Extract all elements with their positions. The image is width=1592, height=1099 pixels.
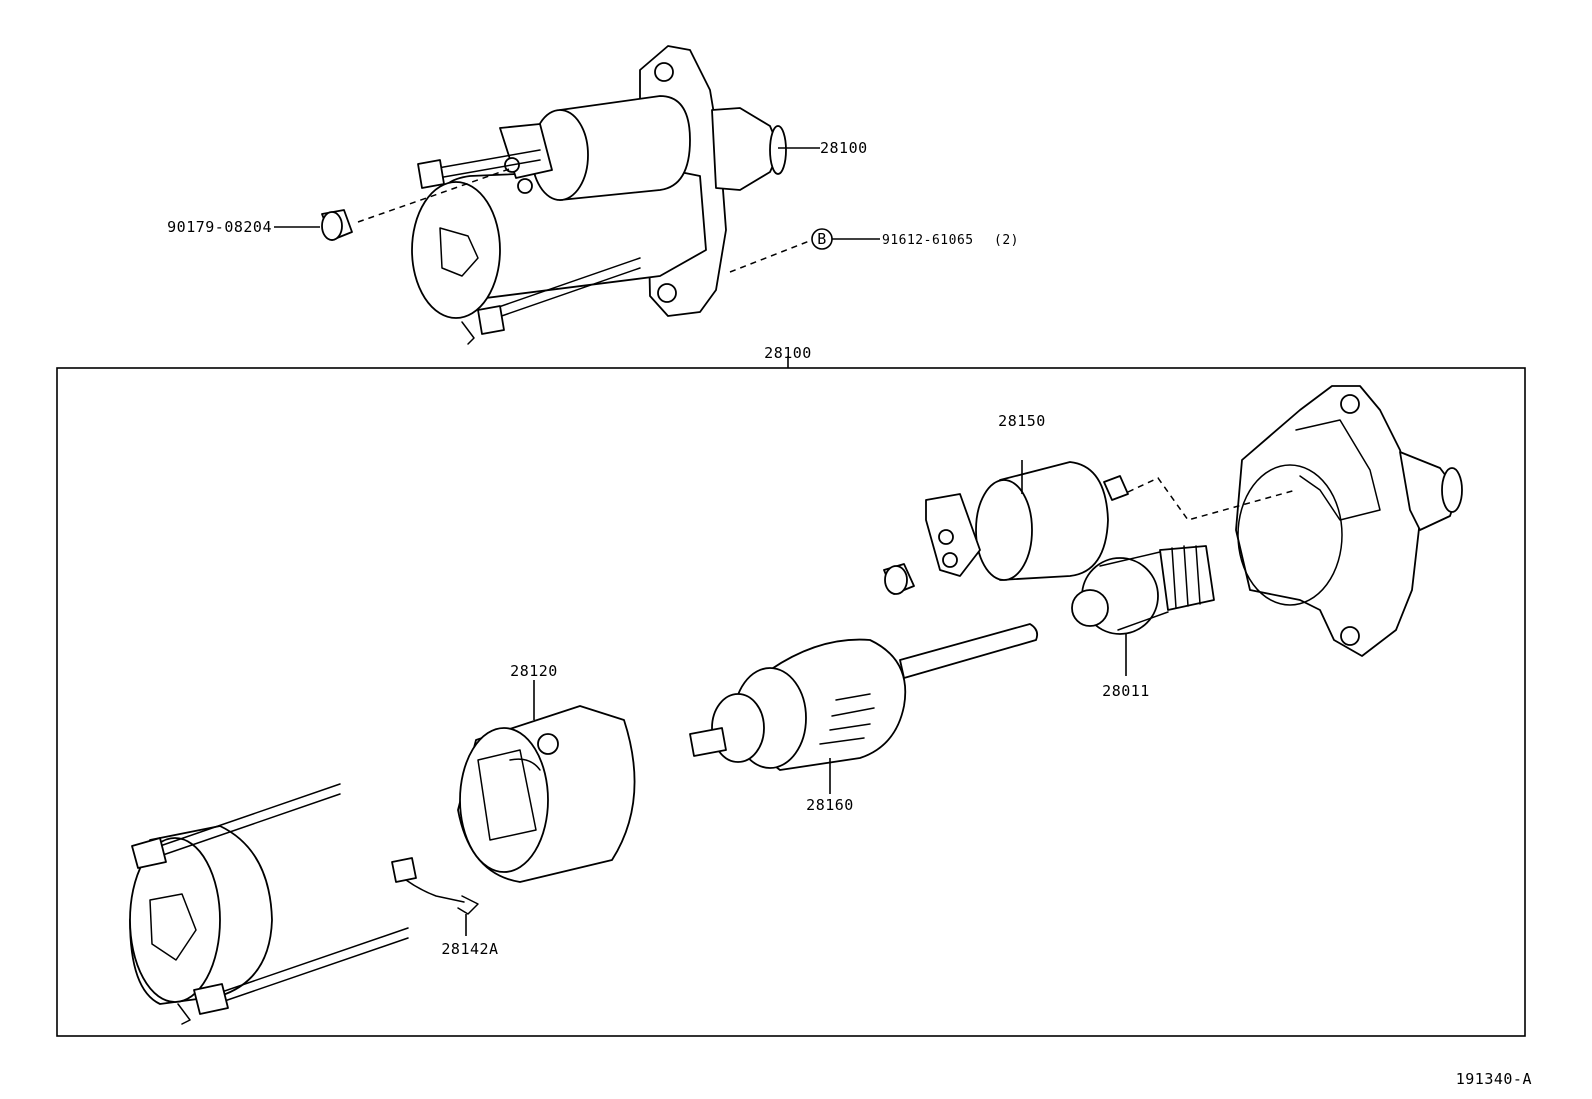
solenoid-part: [925, 461, 1129, 581]
assembly-label: 28100: [764, 344, 812, 362]
callout-armature: 28160: [806, 796, 854, 814]
callout-starter-top: 28100: [820, 139, 868, 157]
end-frame-part: [129, 783, 409, 1025]
starter-clutch-part: [1071, 545, 1215, 635]
armature-part: [689, 623, 1039, 771]
exploded-view-frame: [56, 367, 1526, 1037]
callout-bolt: 91612-61065: [882, 233, 974, 248]
callout-plug: 90179-08204: [167, 218, 272, 236]
drive-housing-part: [1235, 385, 1463, 657]
brush-part: [391, 857, 479, 915]
bolt-marker-letter: B: [817, 230, 827, 248]
callout-bolt-qty: (2): [994, 233, 1019, 248]
plug-part: [321, 209, 353, 241]
callout-yoke: 28120: [510, 662, 558, 680]
callout-solenoid: 28150: [998, 412, 1046, 430]
yoke-part: [457, 705, 636, 883]
callout-brush: 28142A: [441, 940, 498, 958]
figure-code: 191340-A: [1456, 1070, 1532, 1088]
callout-clutch: 28011: [1102, 682, 1150, 700]
solenoid-plug-part: [883, 563, 915, 595]
starter-assembly-drawing: [411, 45, 787, 345]
